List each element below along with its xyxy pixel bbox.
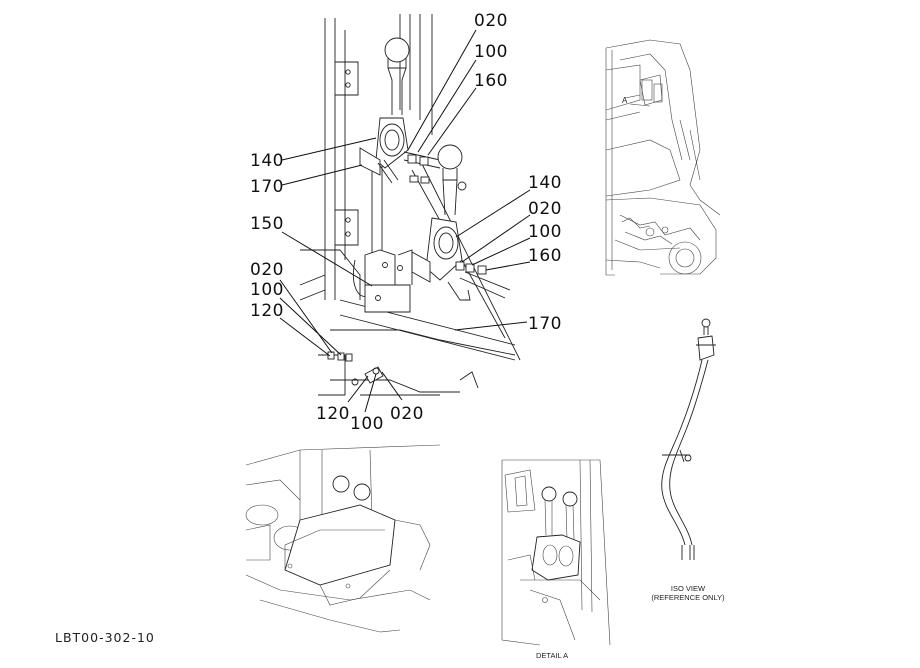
callout-020-top: 020 <box>474 11 508 31</box>
iso-view-caption: ISO VIEW (REFERENCE ONLY) <box>648 584 728 602</box>
iso-view-caption-line2: (REFERENCE ONLY) <box>651 593 725 602</box>
detail-marker: A <box>622 96 628 105</box>
iso-view-caption-line1: ISO VIEW <box>670 584 706 593</box>
callout-150: 150 <box>250 214 284 234</box>
callout-160-right: 160 <box>528 246 562 266</box>
iso-view-cable <box>661 318 716 560</box>
callout-020-bottom: 020 <box>390 404 424 424</box>
callout-100-right: 100 <box>528 222 562 242</box>
leader-lines <box>279 29 531 413</box>
detail-a-view <box>501 459 611 646</box>
callout-120-bottom: 120 <box>316 404 350 424</box>
locator-view <box>605 39 721 276</box>
callout-020-left: 020 <box>250 260 284 280</box>
callout-100-bottom: 100 <box>350 414 384 434</box>
callout-140-right: 140 <box>528 173 562 193</box>
detail-a-caption: DETAIL A <box>536 651 569 660</box>
callout-100-left: 100 <box>250 280 284 300</box>
document-id: LBT00-302-10 <box>55 630 155 645</box>
callout-120-left: 120 <box>250 301 284 321</box>
callout-140-left: 140 <box>250 151 284 171</box>
bracket-150 <box>364 249 413 313</box>
lower-hardware <box>327 351 384 386</box>
callout-170-left: 170 <box>250 177 284 197</box>
right-lever-assembly <box>411 144 511 301</box>
callout-100-top: 100 <box>474 42 508 62</box>
bottom-left-view <box>245 444 441 633</box>
callout-020-right: 020 <box>528 199 562 219</box>
callout-160-top: 160 <box>474 71 508 91</box>
upper-lever-assembly <box>359 37 441 184</box>
callout-170-right: 170 <box>528 314 562 334</box>
